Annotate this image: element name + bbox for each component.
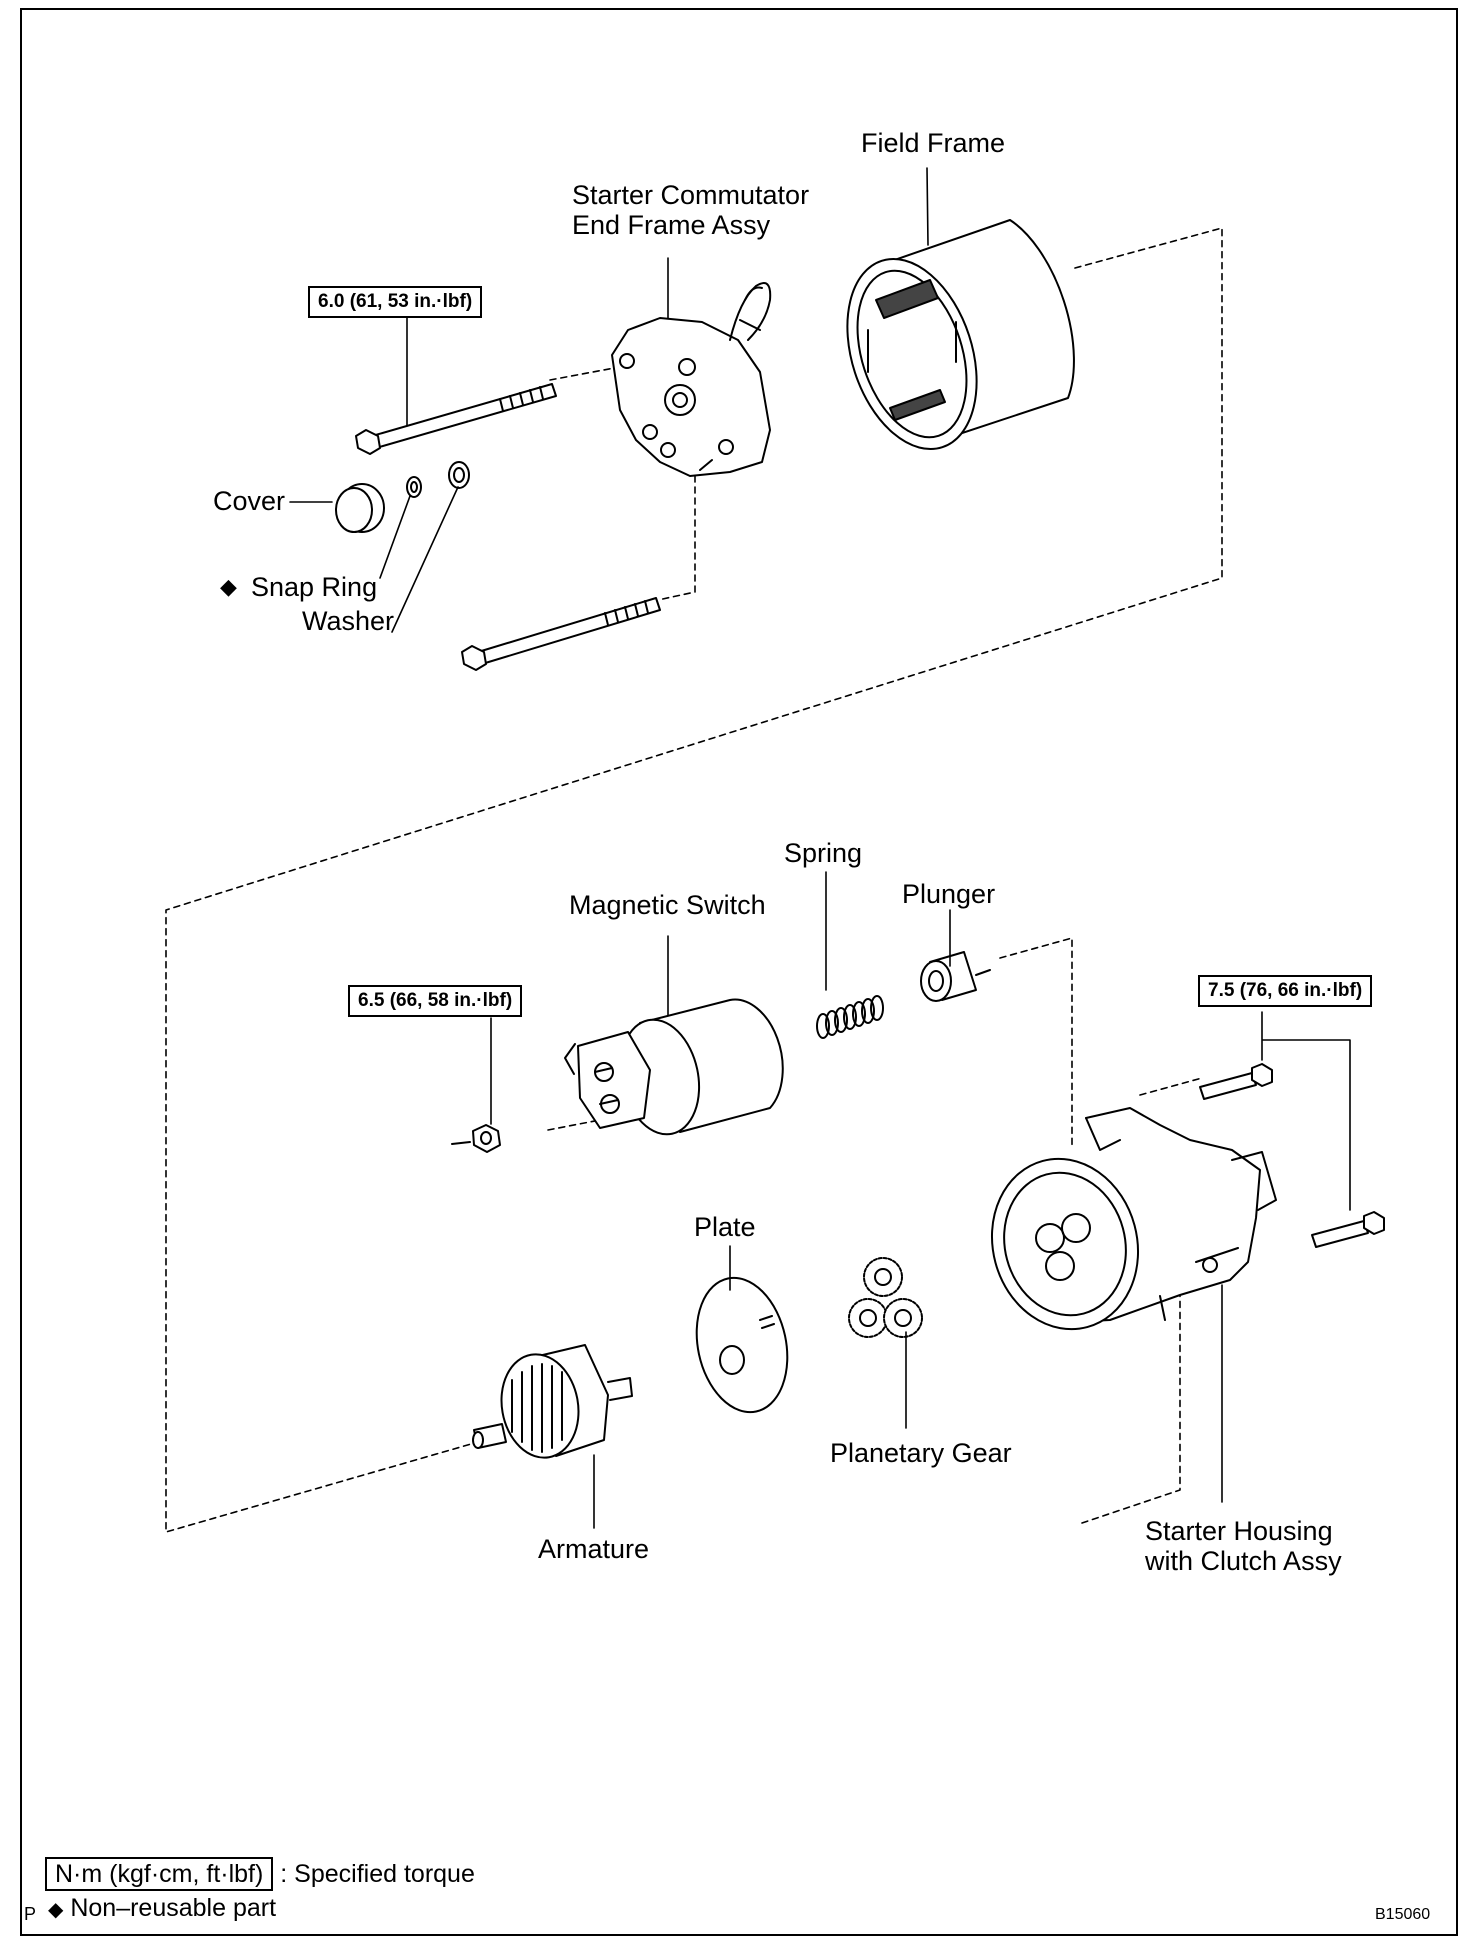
spring-drawing — [816, 995, 884, 1039]
leader-lines — [289, 167, 1351, 1529]
label-starter-housing-line1: Starter Housing — [1145, 1516, 1333, 1546]
torque-housing-bolts: 7.5 (76, 66 in.·lbf) — [1198, 975, 1373, 1007]
label-cover: Cover — [213, 486, 286, 516]
through-bolt-lower — [461, 597, 661, 671]
torque-magnetic-switch-nut: 6.5 (66, 58 in.·lbf) — [348, 985, 523, 1017]
label-snap-ring: Snap Ring — [251, 572, 378, 602]
non-reusable-legend-icon: ◆ — [48, 1899, 64, 1921]
snap-ring-drawing — [406, 476, 422, 498]
label-washer: Washer — [302, 606, 395, 636]
assembly-dashed-lines — [165, 227, 1239, 1533]
non-reusable-marker-icon: ◆ — [220, 574, 237, 599]
through-bolt-upper — [355, 383, 557, 455]
label-commutator-end-frame-line1: Starter Commutator — [572, 180, 810, 210]
field-frame-drawing — [846, 219, 1075, 451]
housing-bolt-lower — [1311, 1211, 1385, 1248]
corner-letter: P — [24, 1904, 37, 1924]
plate-drawing — [695, 1276, 789, 1414]
legend-non-reusable-desc: Non–reusable part — [70, 1894, 277, 1922]
label-armature: Armature — [538, 1534, 650, 1564]
commutator-end-frame-drawing — [611, 282, 772, 477]
diagram-frame — [20, 8, 1458, 1936]
label-plate: Plate — [694, 1212, 756, 1242]
magnetic-switch-drawing — [564, 998, 784, 1136]
label-field-frame: Field Frame — [861, 128, 1006, 158]
label-magnetic-switch: Magnetic Switch — [569, 890, 766, 920]
legend-non-reusable: ◆ Non–reusable part — [48, 1894, 276, 1923]
planetary-gear-drawing — [848, 1257, 923, 1338]
plunger-drawing — [920, 951, 991, 1002]
label-spring: Spring — [784, 838, 863, 868]
label-commutator-end-frame-line2: End Frame Assy — [572, 210, 771, 240]
starter-housing-drawing — [990, 1107, 1277, 1331]
legend-torque-unit-box: N·m (kgf·cm, ft·lbf) — [45, 1857, 274, 1891]
cover-drawing — [335, 483, 385, 533]
figure-code: B15060 — [1375, 1906, 1431, 1923]
legend-torque: N·m (kgf·cm, ft·lbf) : Specified torque — [45, 1857, 475, 1891]
label-planetary-gear: Planetary Gear — [830, 1438, 1012, 1468]
torque-through-bolt: 6.0 (61, 53 in.·lbf) — [308, 286, 483, 318]
housing-bolt-upper — [1199, 1063, 1273, 1100]
label-plunger: Plunger — [902, 879, 996, 909]
washer-drawing — [448, 461, 470, 489]
magnetic-switch-nut-drawing — [451, 1124, 501, 1153]
legend-torque-desc: : Specified torque — [280, 1860, 475, 1888]
armature-drawing — [472, 1344, 633, 1459]
label-starter-housing-line2: with Clutch Assy — [1145, 1546, 1342, 1576]
